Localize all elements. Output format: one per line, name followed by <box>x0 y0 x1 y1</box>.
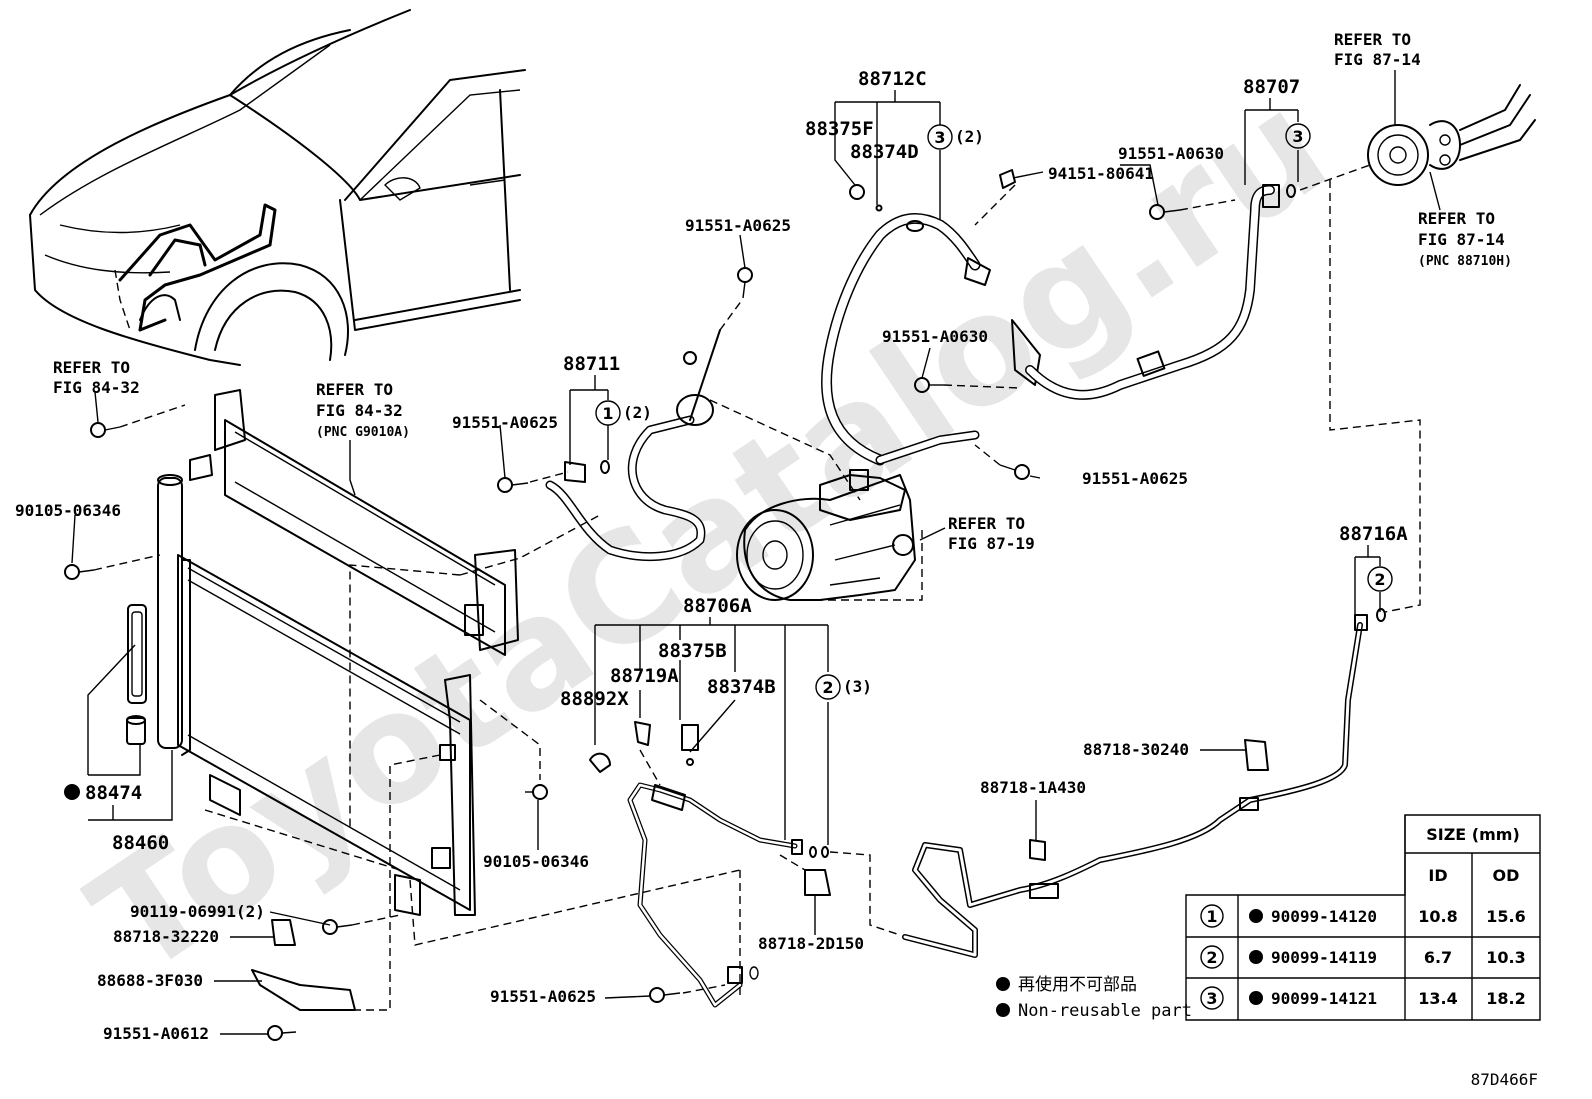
label-88712C: 88712C <box>858 68 927 90</box>
condenser-88460-icon <box>157 389 519 916</box>
label-88375B: 88375B <box>658 640 727 662</box>
circle-number-2: 2 <box>1374 570 1385 589</box>
label-90105-06346-left: 90105-06346 <box>15 501 121 520</box>
label-88707: 88707 <box>1243 76 1300 98</box>
svg-text:FIG 87-14: FIG 87-14 <box>1418 230 1505 249</box>
svg-text:(PNC G9010A): (PNC G9010A) <box>316 425 410 440</box>
label-94151-80641: 94151-80641 <box>1048 164 1154 183</box>
svg-text:REFER TO: REFER TO <box>1418 209 1495 228</box>
label-88688-3F030: 88688-3F030 <box>97 971 203 990</box>
expansion-valve-icon <box>1367 84 1536 186</box>
svg-text:REFER TO: REFER TO <box>948 514 1025 533</box>
label-91551-A0612: 91551-A0612 <box>103 1024 209 1043</box>
tube-88707-icon <box>1025 184 1280 400</box>
svg-text:REFER TO: REFER TO <box>1334 30 1411 49</box>
compressor-icon <box>736 469 916 601</box>
legend-dot-icon <box>996 977 1010 991</box>
legend-en: Non-reusable part <box>1018 1001 1192 1021</box>
diagram-id: 87D466F <box>1471 1070 1538 1089</box>
label-88892X: 88892X <box>560 688 629 710</box>
label-90119-06991: 90119-06991(2) <box>130 902 265 921</box>
size-row-part: 90099-14119 <box>1271 948 1377 967</box>
legend-jp: 再使用不可部品 <box>1018 974 1137 995</box>
svg-text:13.4: 13.4 <box>1418 989 1457 1008</box>
size-col-id: ID <box>1428 866 1447 885</box>
svg-text:FIG 87-14: FIG 87-14 <box>1334 50 1421 69</box>
hose-88711-icon <box>545 329 721 562</box>
tube-88716A-icon <box>902 614 1368 958</box>
svg-text:10.3: 10.3 <box>1486 948 1525 967</box>
label-91551-A0630-top: 91551-A0630 <box>1118 144 1224 163</box>
dryer-88474-icon <box>126 604 147 745</box>
svg-text:6.7: 6.7 <box>1424 948 1452 967</box>
circle-number-3: 3 <box>934 128 945 147</box>
svg-text:2: 2 <box>1206 948 1217 967</box>
circle-number-3: 3 <box>1292 127 1303 146</box>
svg-text:(3): (3) <box>843 677 872 696</box>
svg-text:1: 1 <box>1206 907 1217 926</box>
size-row-part: 90099-14120 <box>1271 907 1377 926</box>
label-88460: 88460 <box>112 832 169 854</box>
reference-dashes <box>93 164 1421 1011</box>
label-88716A: 88716A <box>1339 523 1408 545</box>
svg-text:FIG 84-32: FIG 84-32 <box>316 401 403 420</box>
label-88375F: 88375F <box>805 118 874 140</box>
svg-text:(PNC 88710H): (PNC 88710H) <box>1418 254 1512 269</box>
circle-callouts: 3 (2) 3 1 (2) 2 (3) 2 <box>64 123 1393 800</box>
part-labels: 88712C 88375F 88374D 94151-80641 88707 9… <box>15 68 1408 1043</box>
svg-text:(2): (2) <box>623 403 652 422</box>
label-88711: 88711 <box>563 353 620 375</box>
label-88374B: 88374B <box>707 676 776 698</box>
label-88474: 88474 <box>85 782 142 804</box>
label-91551-A0625-bottom: 91551-A0625 <box>490 987 596 1006</box>
svg-text:3: 3 <box>1206 989 1217 1008</box>
non-reusable-dot-icon <box>64 784 80 800</box>
leader-lines <box>71 70 1441 1035</box>
legend: 再使用不可部品 Non-reusable part <box>996 974 1192 1021</box>
label-88718-32220: 88718-32220 <box>113 927 219 946</box>
circle-number-1: 1 <box>602 404 613 423</box>
label-88718-2D150: 88718-2D150 <box>758 934 864 953</box>
legend-dot-icon <box>996 1003 1010 1017</box>
reference-notes: REFER TO FIG 84-32 REFER TO FIG 84-32 (P… <box>53 30 1512 553</box>
label-91551-A0630-mid: 91551-A0630 <box>882 327 988 346</box>
label-91551-A0625-top: 91551-A0625 <box>685 216 791 235</box>
svg-text:REFER TO: REFER TO <box>316 380 393 399</box>
label-91551-A0625-left: 91551-A0625 <box>452 413 558 432</box>
size-header: SIZE (mm) <box>1426 825 1520 844</box>
label-90105-06346-mid: 90105-06346 <box>483 852 589 871</box>
label-91551-A0625-right: 91551-A0625 <box>1082 469 1188 488</box>
label-88374D: 88374D <box>850 141 919 163</box>
svg-text:FIG 87-19: FIG 87-19 <box>948 534 1035 553</box>
hose-88712C-icon <box>821 212 1041 466</box>
size-table: SIZE (mm) ID OD 1 90099-14120 10.8 15.6 … <box>1185 814 1541 1021</box>
label-88718-30240: 88718-30240 <box>1083 740 1189 759</box>
label-88706A: 88706A <box>683 595 752 617</box>
svg-text:REFER TO: REFER TO <box>53 358 130 377</box>
watermark: ToyotaCatalog.ru <box>63 59 1357 1010</box>
size-row-part: 90099-14121 <box>1271 989 1377 1008</box>
svg-text:10.8: 10.8 <box>1418 907 1457 926</box>
svg-text:18.2: 18.2 <box>1486 989 1525 1008</box>
size-col-od: OD <box>1493 866 1520 885</box>
svg-text:(2): (2) <box>955 127 984 146</box>
label-88719A: 88719A <box>610 665 679 687</box>
vehicle-outline-icon <box>29 9 526 366</box>
svg-text:15.6: 15.6 <box>1486 907 1525 926</box>
tube-88706A-icon <box>627 782 803 1008</box>
circle-number-2: 2 <box>822 678 833 697</box>
svg-text:FIG 84-32: FIG 84-32 <box>53 378 140 397</box>
label-88718-1A430: 88718-1A430 <box>980 778 1086 797</box>
